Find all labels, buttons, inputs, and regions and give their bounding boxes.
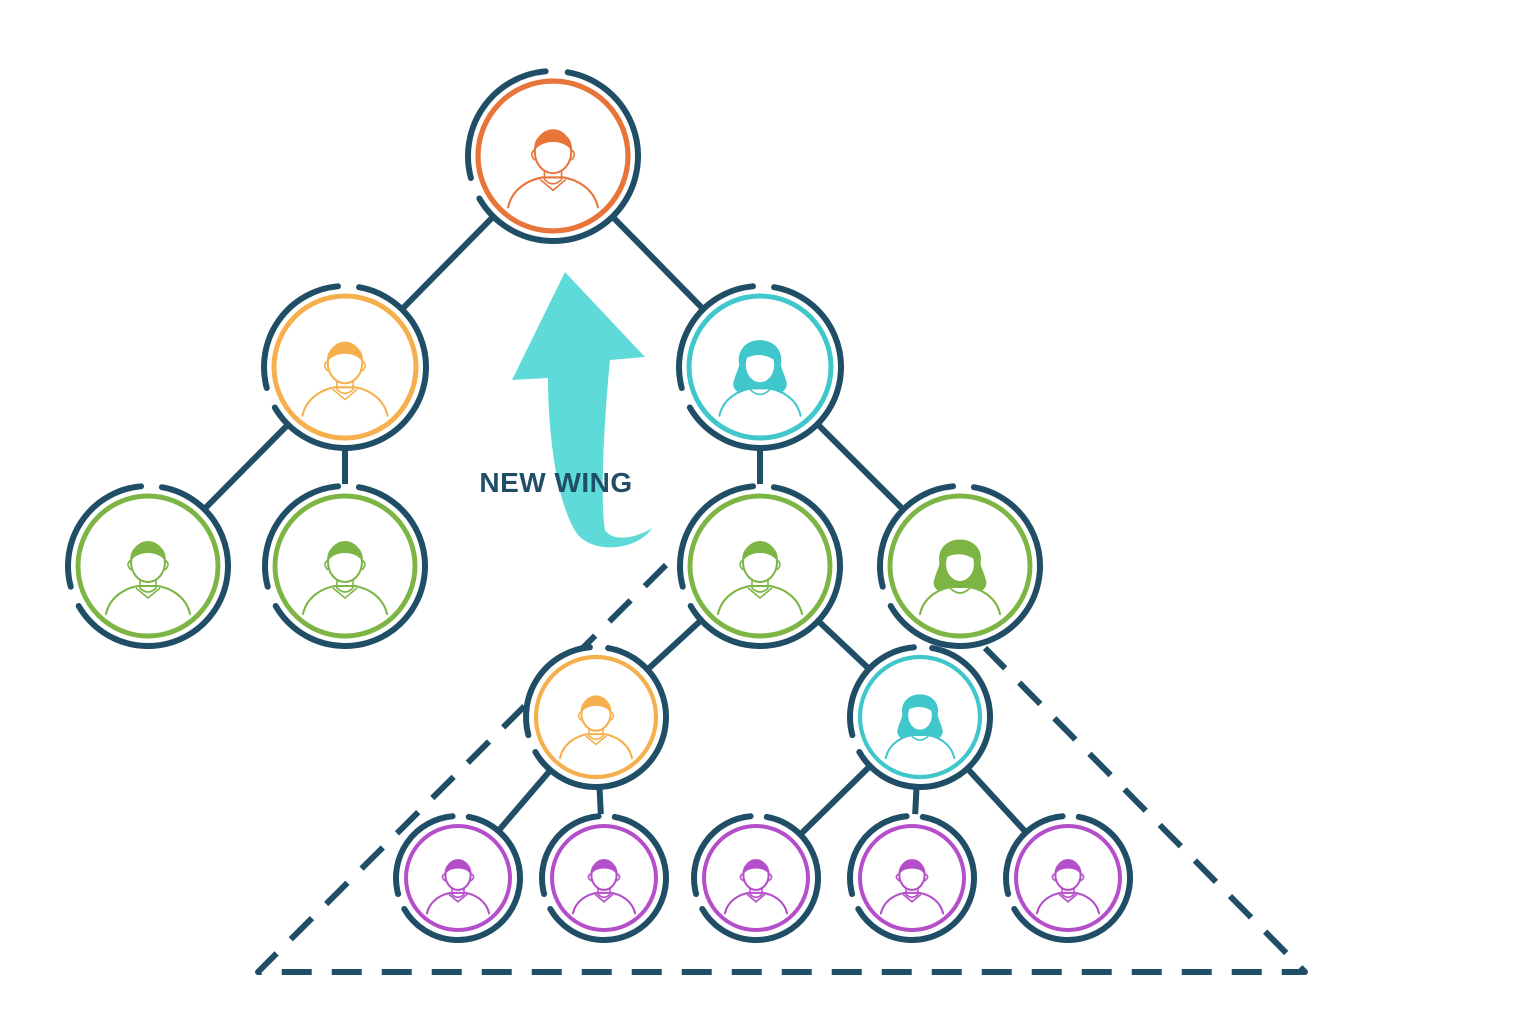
node-outer-ring	[532, 645, 669, 790]
person-male-icon	[301, 341, 389, 417]
person-male-icon	[571, 859, 637, 915]
node-left-manager	[261, 283, 429, 451]
node-wing-member-4	[847, 813, 977, 943]
node-outer-ring	[272, 484, 428, 649]
node-right-staff-1	[677, 483, 843, 649]
node-outer-ring	[271, 284, 429, 451]
person-female-icon	[918, 539, 1002, 616]
node-outer-ring	[699, 813, 821, 943]
node-outer-ring	[887, 484, 1043, 649]
node-outer-ring	[855, 813, 977, 943]
new-wing-label: NEW WING	[479, 467, 632, 498]
new-wing-boundary	[255, 562, 1308, 975]
node-outer-ring	[547, 813, 669, 943]
node-left-staff-2	[262, 483, 428, 649]
node-right-manager	[676, 283, 844, 451]
node-wing-member-1	[393, 813, 523, 943]
person-male-icon	[1035, 859, 1101, 915]
person-male-icon	[879, 859, 945, 915]
new-wing-arrow	[512, 272, 652, 548]
person-male-icon	[506, 129, 600, 209]
new-wing-dashed-triangle	[255, 562, 1308, 975]
node-outer-ring	[687, 484, 843, 649]
node-root	[465, 68, 641, 244]
node-outer-ring	[401, 813, 523, 943]
node-wing-member-3	[691, 813, 821, 943]
person-female-icon	[884, 694, 956, 760]
person-male-icon	[301, 540, 389, 616]
node-outer-ring	[1011, 813, 1133, 943]
node-outer-ring	[686, 284, 844, 451]
node-right-staff-2	[877, 483, 1043, 649]
node-left-staff-1	[65, 483, 231, 649]
node-outer-ring	[75, 484, 231, 649]
curved-up-arrow-icon	[512, 272, 652, 548]
node-wing-member-2	[539, 813, 669, 943]
node-wing-member-5	[1003, 813, 1133, 943]
person-male-icon	[558, 695, 634, 760]
person-male-icon	[716, 540, 804, 616]
node-wing-lead-1	[523, 644, 669, 790]
person-female-icon	[718, 340, 802, 417]
node-outer-ring	[476, 69, 641, 244]
node-wing-lead-2	[847, 644, 993, 790]
person-male-icon	[104, 540, 192, 616]
person-male-icon	[425, 859, 491, 915]
tree-nodes	[65, 68, 1133, 943]
node-outer-ring	[856, 645, 993, 790]
person-male-icon	[723, 859, 789, 915]
